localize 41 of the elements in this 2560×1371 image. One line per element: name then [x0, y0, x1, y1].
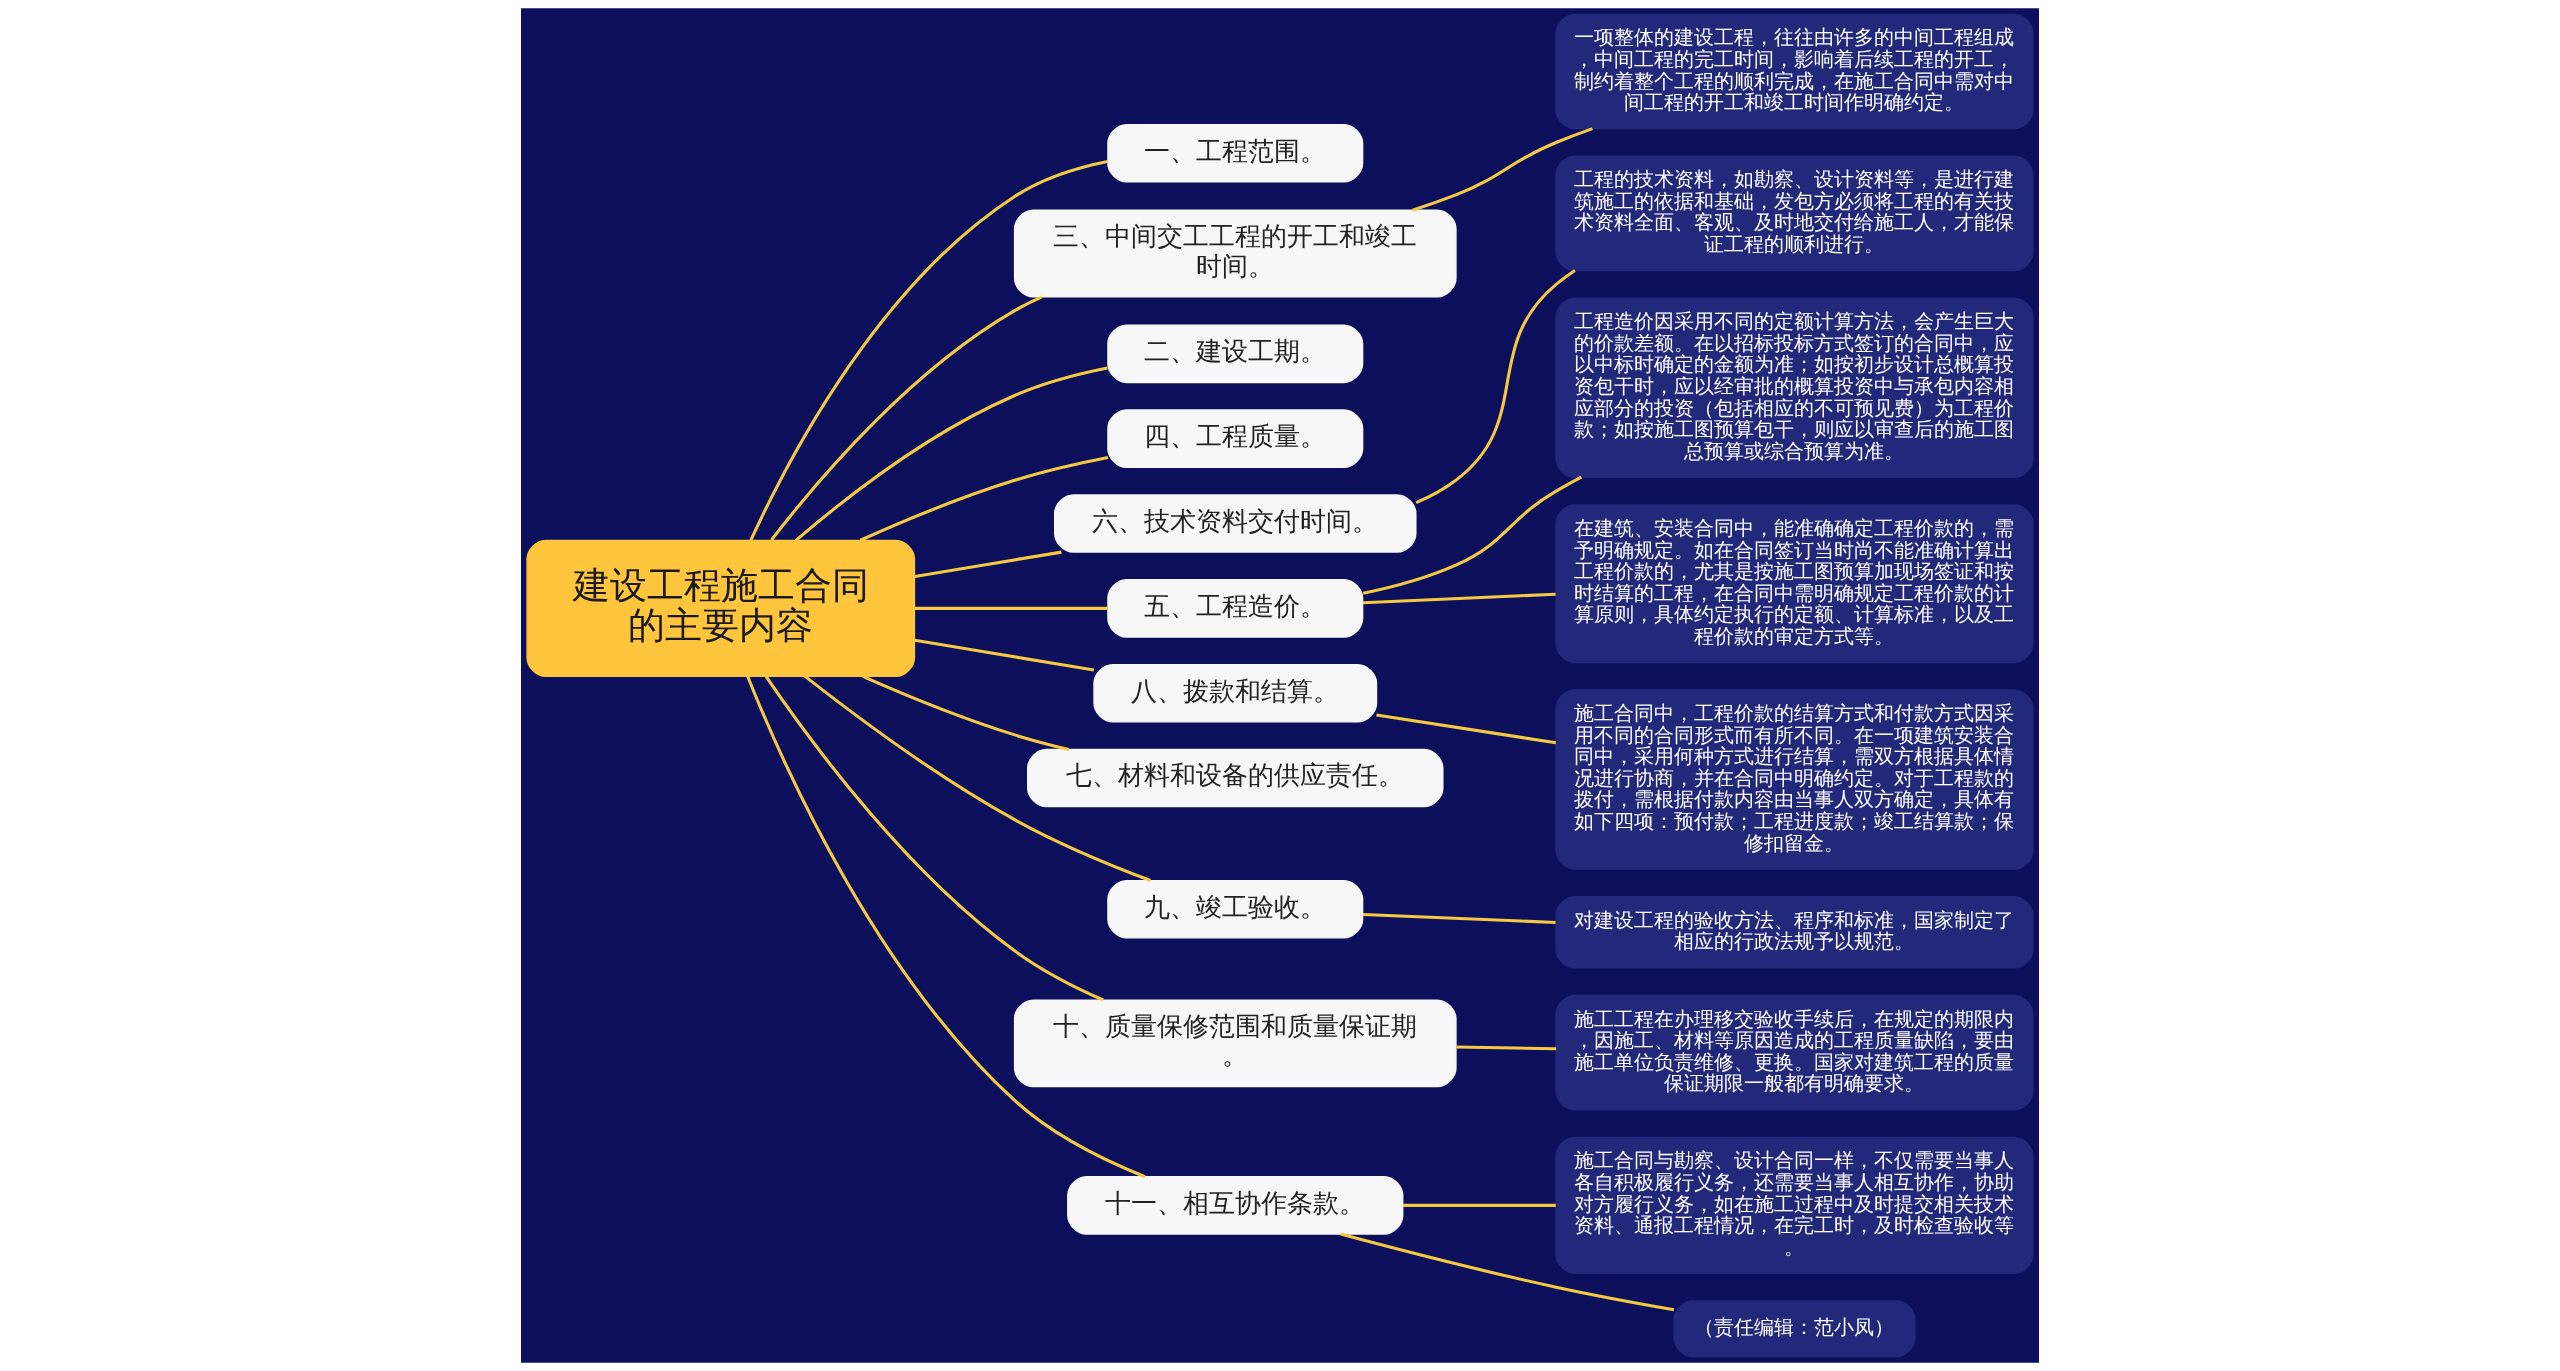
node-box: 一、工程范围。 [1107, 123, 1364, 183]
connector [914, 606, 1108, 610]
node-box: 六、技术资料交付时间。 [1054, 494, 1417, 553]
connector [1402, 1203, 1556, 1207]
node-box: （责任编辑：范小凤） [1673, 1300, 1916, 1358]
connector [770, 295, 1043, 541]
connector [746, 675, 1146, 1179]
connector [794, 366, 1108, 542]
node-box: 工程造价因采用不同的定额计算方法，会产生巨大的价款差额。在以招标投标方式签订的合同中，应以中标时确定的金额为准；如按初步设计总概算投资包干时，应以经审批的概算投资中与承包内容相应部分的投资（包括相应的不可预见费）为工程价款；如按施工图预算包干，则应以审查后的施工图总预算或综合预算为准。 [1555, 297, 2034, 478]
node-box: 九、竣工验收。 [1107, 879, 1364, 939]
connector [862, 674, 1070, 752]
node-box: 建设工程施工合同的主要内容 [526, 539, 916, 677]
connector [914, 550, 1062, 578]
node-box: 十、质量保修范围和质量保证期。 [1013, 999, 1457, 1088]
node-box: 十一、相互协作条款。 [1067, 1176, 1404, 1235]
connector [1415, 269, 1576, 505]
node-box: 三、中间交工工程的开工和竣工时间。 [1013, 209, 1457, 298]
node-box: 一项整体的建设工程，往往由许多的中间工程组成，中间工程的完工时间，影响着后续工程的开工，制约着整个工程的顺利完成，在施工合同中需对中间工程的开工和竣工时间作明确约定。 [1555, 13, 2034, 130]
node-box: 七、材料和设备的供应责任。 [1027, 748, 1444, 808]
node-box: 五、工程造价。 [1107, 579, 1364, 638]
connector [914, 638, 1095, 672]
connector [859, 456, 1109, 542]
node-box: 四、工程质量。 [1107, 409, 1364, 468]
node-box: 对建设工程的验收方法、程序和标准，国家制定了相应的行政法规予以规范。 [1555, 896, 2034, 969]
connector [1456, 1045, 1557, 1051]
connector [804, 675, 1151, 882]
connector [1362, 592, 1556, 605]
connector [1340, 1232, 1675, 1312]
node-box: 施工合同与勘察、设计合同一样，不仅需要当事人各自积极履行义务，还需要当事人相互协作，协助对方履行义务，如在施工过程中及时提交相关技术资料、通报工程情况，在完工时，及时检查验收等。 [1555, 1136, 2034, 1275]
connector [1376, 713, 1557, 745]
connector [764, 675, 1104, 1002]
node-box: 八、拨款和结算。 [1093, 663, 1378, 723]
node-box: 在建筑、安装合同中，能准确确定工程价款的，需予明确规定。如在合同签订当时尚不能准确计算出工程价款的，尤其是按施工图预算加现场签证和按时结算的工程，在合同中需明确规定工程价款的计算原则，具体约定执行的定额、计算标准，以及工程价款的审定方式等。 [1555, 504, 2034, 664]
node-box: 施工工程在办理移交验收手续后，在规定的期限内，因施工、材料等原因造成的工程质量缺陷，要由施工单位负责维修、更换。国家对建筑工程的质量保证期限一般都有明确要求。 [1555, 994, 2034, 1111]
connector [1362, 912, 1556, 924]
node-box: 施工合同中，工程价款的结算方式和付款方式因采用不同的合同形式而有所不同。在一项建筑安装合同中，采用何种方式进行结算，需双方根据具体情况进行协商，并在合同中明确约定。对于工程款的拨付，需根据付款内容由当事人双方确定，具体有如下四项：预付款；工程进度款；竣工结算款；保修扣留金。 [1555, 689, 2034, 870]
connector [1362, 475, 1582, 595]
node-box: 工程的技术资料，如勘察、设计资料等，是进行建筑施工的依据和基础，发包方必须将工程的有关技术资料全面、客观、及时地交付给施工人，才能保证工程的顺利进行。 [1555, 155, 2034, 272]
connector [749, 160, 1108, 541]
connector [1412, 127, 1593, 212]
node-box: 二、建设工期。 [1107, 324, 1364, 384]
